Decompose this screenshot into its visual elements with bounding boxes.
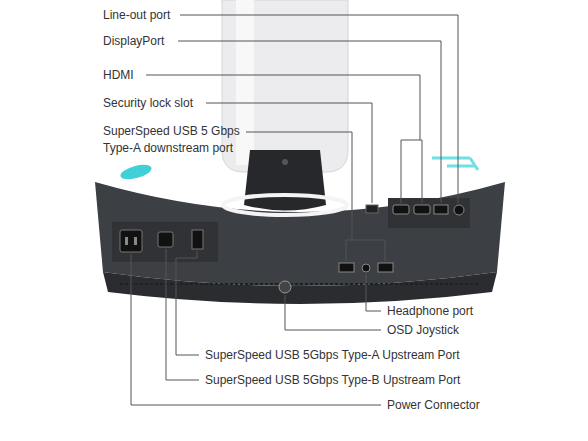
callout-label: SuperSpeed USB 5Gbps Type-A Upstream Por… [205, 347, 460, 364]
power-prong [125, 237, 128, 245]
leader-line [176, 251, 199, 355]
glow-decoration [432, 158, 478, 170]
leader-line [246, 132, 385, 261]
callout-label: SuperSpeed USB 5Gbps Type-B Upstream Por… [205, 372, 460, 389]
line-out-jack [454, 205, 464, 215]
stand-column [222, 0, 348, 172]
vent-pattern [120, 283, 480, 285]
usb-a-port [339, 263, 354, 272]
leader-line [366, 274, 381, 311]
callout-label: Headphone port [387, 303, 473, 320]
usb-a-port [378, 263, 393, 272]
usb-a-port [192, 230, 203, 249]
callout-label: Power Connector [387, 397, 480, 414]
callout-label: Security lock slot [103, 95, 193, 112]
light-ring [223, 195, 347, 215]
power-prong [134, 237, 137, 245]
screw-hole [282, 159, 288, 165]
osd-joystick [279, 281, 291, 293]
leader-line [166, 249, 199, 380]
headphone-jack [362, 264, 370, 272]
callout-label: HDMI [103, 67, 134, 84]
glow-decoration [119, 162, 153, 182]
port-recess [112, 222, 218, 262]
leader-line [180, 15, 458, 203]
power-connector-symbol [120, 230, 142, 252]
leader-line [285, 295, 381, 330]
hdmi-port [393, 205, 409, 214]
stand-neck [244, 150, 326, 211]
leader-line [178, 41, 441, 203]
usb-b-port [158, 232, 173, 247]
stand-highlight [236, 0, 254, 165]
security-lock-slot [366, 205, 378, 213]
vent-strip [103, 272, 497, 304]
callout-label: Line-out port [103, 7, 170, 24]
callout-label: DisplayPort [103, 33, 164, 50]
callout-label: SuperSpeed USB 5 Gbps Type-A downstream … [103, 123, 253, 157]
displayport-port [434, 205, 448, 214]
callout-label: OSD Joystick [387, 322, 459, 339]
hdmi-port [414, 205, 430, 214]
leader-line [146, 75, 422, 203]
